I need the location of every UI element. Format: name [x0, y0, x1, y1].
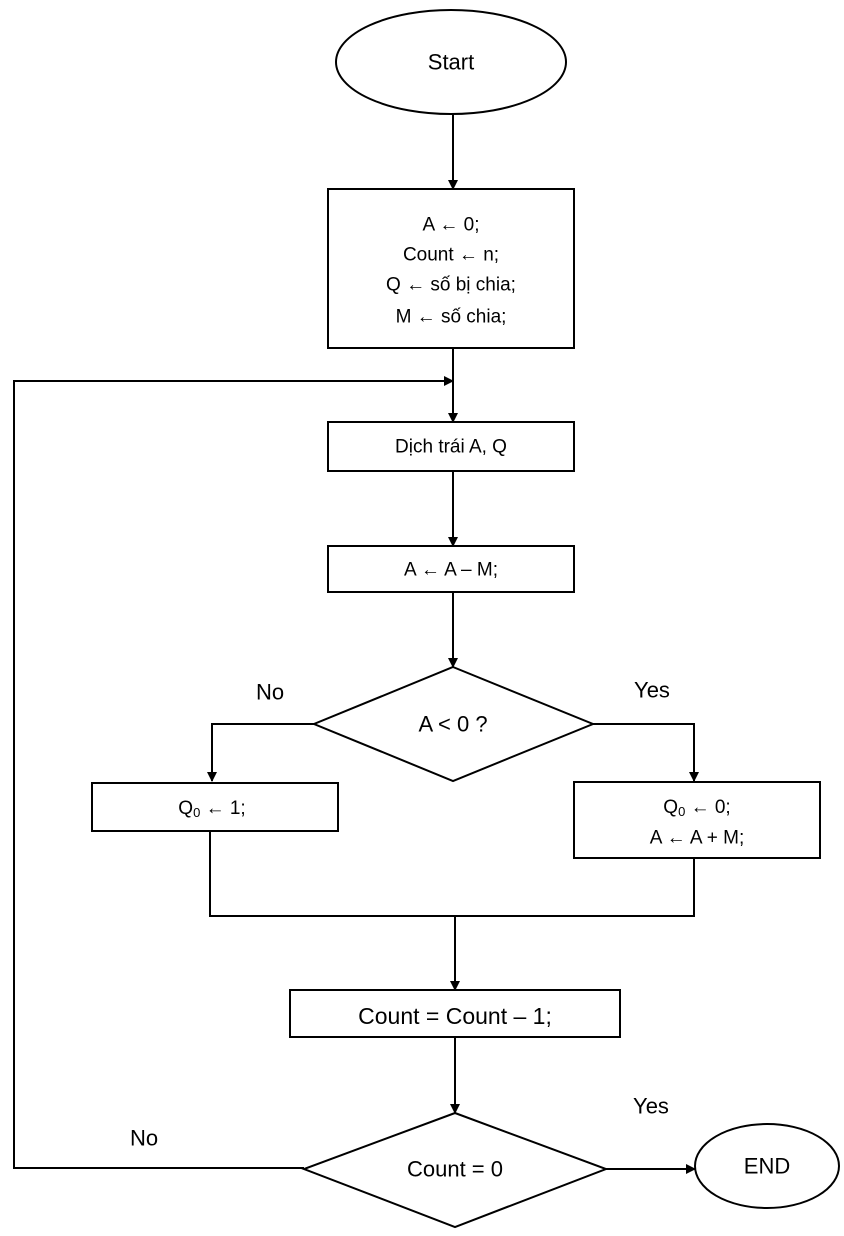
shift-process: Dịch trái A, Q: [327, 421, 575, 472]
sign-decision-yes-label: Yes: [634, 678, 670, 703]
arrow-loop-back: [13, 376, 454, 1169]
init-line-4: M ← số chia;: [396, 307, 507, 328]
start-terminal: Start: [335, 9, 567, 115]
sign-decision-no-label: No: [256, 680, 284, 705]
arrow-yes-to-set-zero: [593, 723, 699, 782]
count-decision-diamond: [301, 1111, 609, 1229]
subtract-process: A ← A – M;: [327, 545, 575, 593]
subtract-box: [327, 545, 575, 593]
decrement-process: Count = Count – 1;: [289, 989, 621, 1038]
sign-decision-label: A < 0 ?: [418, 712, 487, 737]
init-line-3: Q ← số bị chia;: [386, 275, 516, 296]
init-line-1: A ← 0;: [422, 215, 479, 236]
set-zero-line-1: Q0 ← 0;: [663, 797, 730, 819]
sign-decision: A < 0 ?: [311, 665, 596, 783]
start-label: Start: [428, 50, 474, 75]
start-ellipse: [335, 9, 567, 115]
set-one-process: Q0 ← 1;: [91, 782, 339, 832]
init-process: A ← 0; Count ← n; Q ← số bị chia; M ← số…: [327, 188, 575, 349]
merge-line: [209, 831, 695, 917]
sign-decision-diamond: [311, 665, 596, 783]
count-decision-yes-label: Yes: [633, 1094, 669, 1119]
set-one-box: [91, 782, 339, 832]
set-zero-process: Q0 ← 0; A ← A + M;: [573, 781, 821, 859]
end-label: END: [744, 1154, 790, 1179]
decrement-box: [289, 989, 621, 1038]
end-terminal: END: [694, 1123, 840, 1209]
end-ellipse: [694, 1123, 840, 1209]
decrement-label: Count = Count – 1;: [358, 1003, 552, 1029]
init-line-2: Count ← n;: [403, 245, 499, 266]
set-one-label: Q0 ← 1;: [178, 798, 245, 820]
set-zero-line-2: A ← A + M;: [650, 828, 745, 849]
arrow-no-to-set-one: [207, 723, 314, 782]
shift-label: Dịch trái A, Q: [395, 437, 507, 458]
set-zero-box: [573, 781, 821, 859]
count-decision: Count = 0: [301, 1111, 609, 1229]
count-decision-no-label: No: [130, 1126, 158, 1151]
init-box: [327, 188, 575, 349]
subtract-label: A ← A – M;: [404, 560, 498, 581]
count-decision-label: Count = 0: [407, 1157, 503, 1182]
shift-box: [327, 421, 575, 472]
